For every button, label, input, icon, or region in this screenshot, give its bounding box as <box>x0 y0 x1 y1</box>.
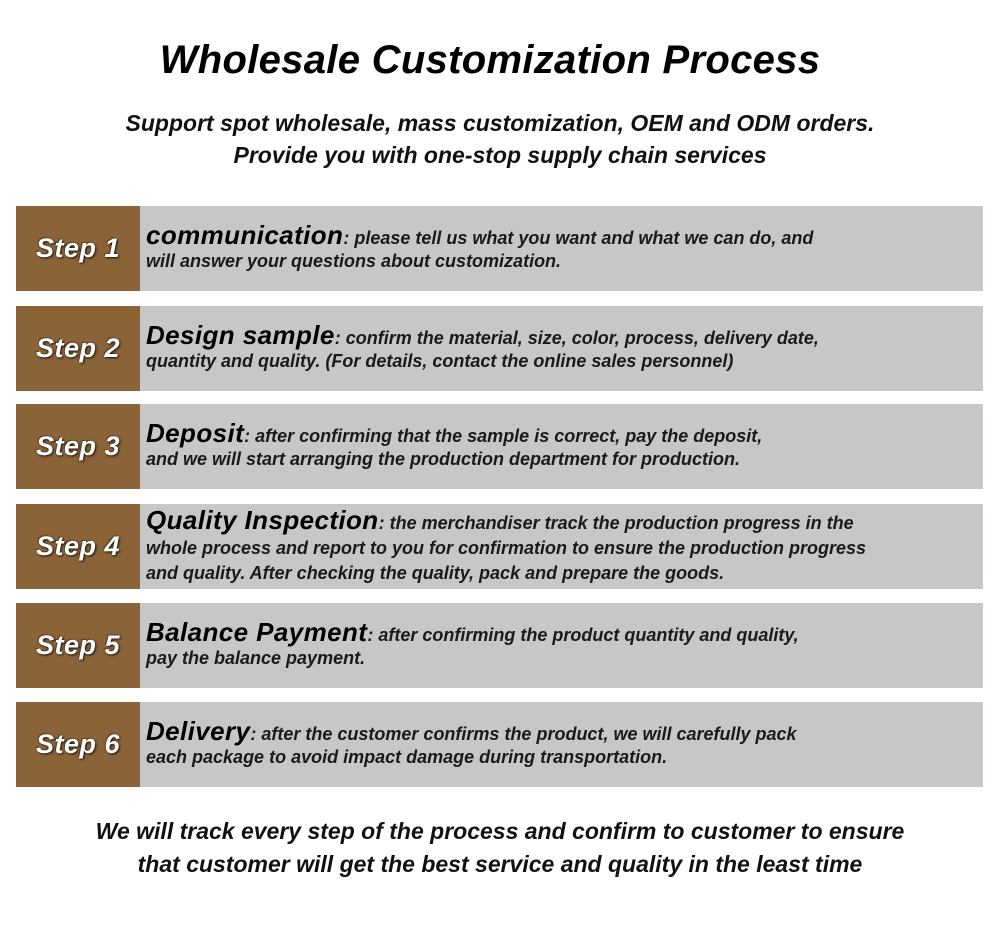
step-row-1: Step 1 communication: please tell us wha… <box>16 206 983 291</box>
step-text: : after confirming that the sample is co… <box>244 426 763 446</box>
step-row-5: Step 5 Balance Payment: after confirming… <box>16 603 983 688</box>
step-description: Design sample: confirm the material, siz… <box>140 306 983 391</box>
step-first-line: Delivery: after the customer confirms th… <box>146 718 979 746</box>
step-text: whole process and report to you for conf… <box>146 537 867 558</box>
step-text: : after confirming the product quantity … <box>367 625 799 645</box>
step-text: : confirm the material, size, color, pro… <box>334 328 819 348</box>
step-text: pay the balance payment. <box>146 648 366 668</box>
step-text: : the merchandiser track the production … <box>378 512 854 533</box>
step-first-line: Deposit: after confirming that the sampl… <box>146 420 979 448</box>
subtitle-line-2: Provide you with one-stop supply chain s… <box>233 142 767 168</box>
step-label: Step 2 <box>16 306 140 391</box>
step-label: Step 5 <box>16 603 140 688</box>
step-row-6: Step 6 Delivery: after the customer conf… <box>16 702 983 787</box>
subtitle-line-1: Support spot wholesale, mass customizati… <box>125 110 875 136</box>
step-name: Deposit <box>146 418 245 448</box>
step-label: Step 1 <box>16 206 140 291</box>
step-description: communication: please tell us what you w… <box>140 206 983 291</box>
step-text: and quality. After checking the quality,… <box>146 562 725 583</box>
step-text: : after the customer confirms the produc… <box>250 724 797 744</box>
step-text: will answer your questions about customi… <box>146 251 562 271</box>
step-label: Step 4 <box>16 504 140 589</box>
step-row-2: Step 2 Design sample: confirm the materi… <box>16 306 983 391</box>
step-description: Delivery: after the customer confirms th… <box>140 702 983 787</box>
step-name: Quality Inspection <box>146 504 379 535</box>
page-title: Wholesale Customization Process <box>159 38 821 82</box>
step-row-3: Step 3 Deposit: after confirming that th… <box>16 404 983 489</box>
step-first-line: Quality Inspection: the merchandiser tra… <box>146 504 979 536</box>
step-label: Step 3 <box>16 404 140 489</box>
step-description: Balance Payment: after confirming the pr… <box>140 603 983 688</box>
step-name: Design sample <box>146 320 335 350</box>
step-first-line: Design sample: confirm the material, siz… <box>146 322 979 350</box>
step-first-line: Balance Payment: after confirming the pr… <box>146 619 979 647</box>
step-description: Deposit: after confirming that the sampl… <box>140 404 983 489</box>
footer-line-1: We will track every step of the process … <box>95 818 905 844</box>
step-first-line: communication: please tell us what you w… <box>146 222 979 250</box>
step-text: each package to avoid impact damage duri… <box>146 747 668 767</box>
step-label: Step 6 <box>16 702 140 787</box>
step-name: communication <box>146 220 344 250</box>
step-name: Balance Payment <box>146 617 368 647</box>
step-row-4: Step 4 Quality Inspection: the merchandi… <box>16 504 983 589</box>
step-name: Delivery <box>146 716 251 746</box>
step-description: Quality Inspection: the merchandiser tra… <box>140 504 983 589</box>
footer-line-2: that customer will get the best service … <box>137 851 863 877</box>
step-text: and we will start arranging the producti… <box>146 449 741 469</box>
step-text: quantity and quality. (For details, cont… <box>146 351 734 371</box>
step-text: : please tell us what you want and what … <box>343 228 814 248</box>
